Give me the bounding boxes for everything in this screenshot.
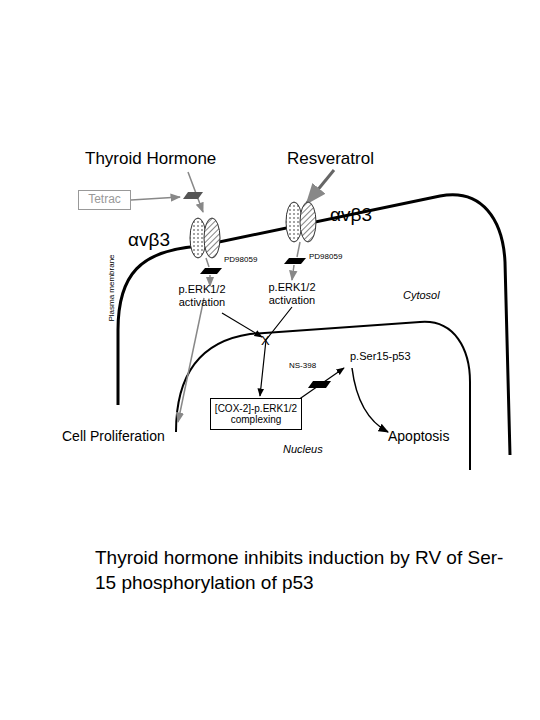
- pathway-label: p.ERK1/2 activation: [256, 281, 328, 306]
- pathway-label: αvβ3: [128, 229, 170, 251]
- pathway-label: Cytosol: [403, 289, 440, 302]
- proliferation-arrow: [178, 298, 204, 422]
- integrin-subunit: [204, 218, 220, 258]
- signal-line: [297, 242, 300, 257]
- node-text: [COX-2]-p.ERK1/2 complexing: [213, 403, 299, 426]
- pathway-label: X: [261, 334, 270, 349]
- inhibitor-block: [284, 258, 306, 264]
- tetrac-arrow: [131, 197, 180, 200]
- nuclear-arrow: [260, 307, 292, 396]
- inhibitor-block: [308, 381, 331, 388]
- pathway-label: Thyroid Hormone: [85, 149, 216, 169]
- pathway-label: Apoptosis: [388, 428, 449, 444]
- figure-caption: Thyroid hormone inhibits induction by RV…: [95, 546, 515, 595]
- pathway-label: p.Ser15-p53: [350, 350, 411, 363]
- tetrac-blocker: [183, 192, 203, 199]
- pathway-label: αvβ3: [330, 204, 372, 226]
- complex-box: [COX-2]-p.ERK1/2 complexing: [210, 398, 302, 430]
- apoptosis-arrow: [352, 368, 388, 432]
- drug-box: Tetrac: [78, 190, 131, 210]
- integrin-subunit: [300, 202, 316, 242]
- pathway-label: PD98059: [309, 252, 342, 261]
- pathway-label: Nucleus: [283, 443, 323, 456]
- pathway-label: Cell Proliferation: [62, 428, 165, 444]
- signal-arrow: [292, 265, 294, 280]
- pathway-label: NS-398: [289, 361, 316, 370]
- nuclear-envelope: [176, 322, 470, 470]
- resveratrol-arrow: [307, 170, 334, 203]
- pathway-label: p.ERK1/2 activation: [160, 283, 244, 308]
- pathway-label: PD98059: [224, 255, 257, 264]
- phosphorylation-arrow: [298, 368, 344, 400]
- inhibition-arrow: [222, 313, 262, 337]
- node-text: Tetrac: [88, 193, 121, 207]
- inhibitor-block: [200, 268, 222, 274]
- signal-line: [206, 258, 209, 267]
- pathway-label: Resveratrol: [287, 149, 374, 169]
- pathway-label: Plasma membrane: [107, 254, 116, 321]
